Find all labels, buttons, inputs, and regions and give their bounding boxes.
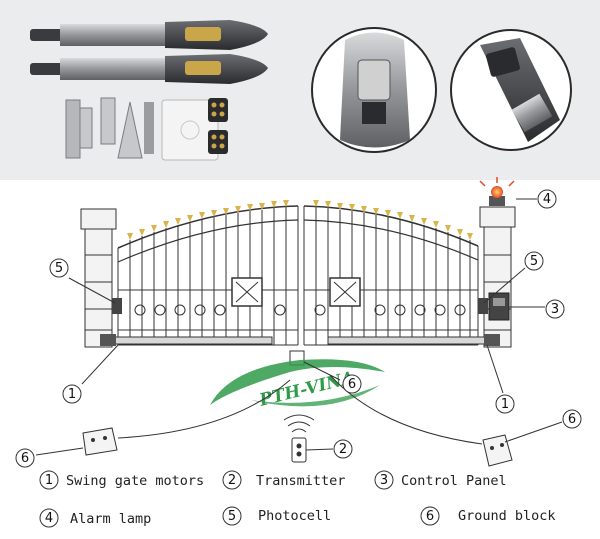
- callout-markers: 5 4 5 3 1 6 1 2: [15, 189, 582, 468]
- motor-arm-photo-lower: [30, 54, 268, 84]
- svg-text:2: 2: [228, 473, 236, 488]
- callout-transmitter: 2: [333, 439, 353, 459]
- callout-photocell-left: 5: [49, 258, 69, 278]
- callout-motor-right: 1: [495, 394, 515, 414]
- callout-alarm-lamp: 4: [537, 189, 557, 209]
- svg-text:6: 6: [21, 451, 29, 466]
- svg-text:3: 3: [380, 473, 388, 488]
- svg-text:5: 5: [55, 261, 63, 276]
- svg-text:6: 6: [568, 412, 576, 427]
- svg-text:2: 2: [339, 442, 347, 457]
- svg-text:Alarm lamp: Alarm lamp: [70, 511, 151, 527]
- legend-item-transmitter: 2 Transmitter: [222, 470, 345, 490]
- svg-text:6: 6: [348, 377, 356, 392]
- callout-photocell-right: 5: [524, 251, 544, 271]
- svg-text:1: 1: [68, 387, 76, 402]
- left-gate-pillar: [80, 208, 117, 348]
- callout-ground-block-right: 6: [562, 409, 582, 429]
- callout-control-panel: 3: [545, 299, 565, 319]
- callout-ground-block-center: 6: [342, 374, 362, 394]
- transmitter-remote: [283, 414, 315, 463]
- control-panel-box: [488, 292, 510, 321]
- callout-leaders: [35, 198, 563, 456]
- swing-gate-motor-left: [100, 334, 273, 346]
- ground-block-bottom-left: [82, 427, 118, 456]
- motor-arm-photo-upper: [30, 20, 268, 50]
- photocell-left: [112, 298, 122, 314]
- motor-shaft-closeup-photo: [450, 29, 572, 151]
- svg-text:Transmitter: Transmitter: [256, 473, 345, 489]
- svg-text:5: 5: [228, 509, 236, 524]
- legend: 1 Swing gate motors 2 Transmitter 3 Cont…: [39, 470, 556, 528]
- svg-text:4: 4: [45, 511, 53, 526]
- svg-text:6: 6: [426, 509, 434, 524]
- ground-block-bottom-right: [482, 434, 513, 467]
- right-gate-leaf: [303, 205, 479, 346]
- right-gate-pillar: [479, 206, 516, 348]
- legend-item-ground-block: 6 Ground block: [420, 506, 556, 526]
- svg-text:1: 1: [45, 473, 53, 488]
- svg-text:4: 4: [543, 192, 551, 207]
- mounting-brackets-photo: [65, 97, 154, 159]
- signal-arcs: [117, 374, 483, 445]
- swing-gate-motor-right: [327, 334, 500, 346]
- svg-text:Swing gate motors: Swing gate motors: [66, 473, 204, 489]
- gate-spear-tips: [127, 200, 473, 240]
- svg-text:Photocell: Photocell: [258, 508, 331, 524]
- photocell-right: [478, 298, 488, 314]
- legend-item-motors: 1 Swing gate motors: [39, 470, 204, 490]
- remote-controls-photo: [208, 98, 228, 154]
- gate-ornaments: [134, 304, 466, 316]
- left-gate-leaf: [117, 205, 299, 346]
- callout-ground-block-left: 6: [15, 448, 35, 468]
- callout-motor-left: 1: [62, 384, 82, 404]
- svg-text:5: 5: [530, 254, 538, 269]
- svg-text:3: 3: [551, 302, 559, 317]
- legend-item-photocell: 5 Photocell: [222, 506, 331, 526]
- alarm-lamp: [479, 177, 515, 206]
- motor-head-closeup-photo: [311, 27, 437, 153]
- svg-text:Ground block: Ground block: [458, 508, 556, 524]
- legend-item-alarm-lamp: 4 Alarm lamp: [39, 508, 151, 528]
- svg-text:Control Panel: Control Panel: [401, 473, 507, 489]
- svg-text:1: 1: [501, 397, 509, 412]
- legend-item-control-panel: 3 Control Panel: [374, 470, 507, 490]
